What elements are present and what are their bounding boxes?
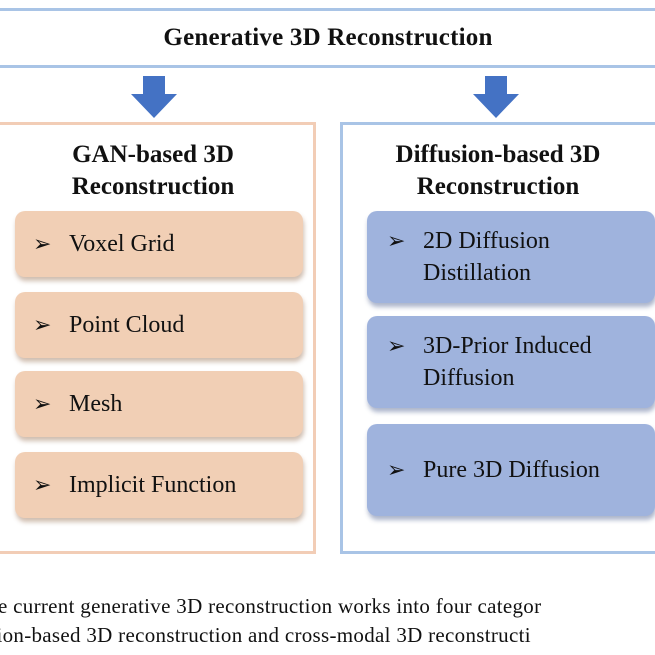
- diffusion-item-line: Diffusion: [423, 365, 515, 391]
- diffusion-item-pure-3d: ➢ Pure 3D Diffusion: [367, 424, 655, 516]
- caption-line: e current generative 3D reconstruction w…: [0, 594, 542, 618]
- diffusion-item-label: 3D-Prior Induced Diffusion: [423, 330, 592, 394]
- gan-item-label: Point Cloud: [69, 312, 185, 338]
- diffusion-item-2d-distillation: ➢ 2D Diffusion Distillation: [367, 211, 655, 303]
- diffusion-item-3d-prior-induced: ➢ 3D-Prior Induced Diffusion: [367, 316, 655, 408]
- diffusion-panel-title-line: Reconstruction: [416, 173, 580, 200]
- gan-item-label: Implicit Function: [69, 472, 237, 498]
- arrow-bullet-icon: ➢: [33, 231, 52, 256]
- caption-line: sion-based 3D reconstruction and cross-m…: [0, 623, 531, 647]
- down-arrow-right-icon: [473, 76, 519, 118]
- diffusion-item-label: 2D Diffusion Distillation: [423, 225, 550, 289]
- gan-item-label: Voxel Grid: [69, 231, 175, 257]
- diffusion-panel: Diffusion-based 3D Reconstruction ➢ 2D D…: [340, 122, 655, 554]
- gan-item-mesh: ➢ Mesh: [15, 371, 303, 437]
- diffusion-item-line: 2D Diffusion: [423, 228, 550, 254]
- gan-item-implicit-function: ➢ Implicit Function: [15, 452, 303, 518]
- arrow-bullet-icon: ➢: [387, 333, 406, 358]
- diffusion-item-line: 3D-Prior Induced: [423, 333, 592, 359]
- arrow-bullet-icon: ➢: [33, 472, 52, 497]
- figure-caption: e current generative 3D reconstruction w…: [0, 592, 655, 650]
- top-category-box: Generative 3D Reconstruction: [0, 8, 655, 68]
- arrow-bullet-icon: ➢: [387, 228, 406, 253]
- arrow-bullet-icon: ➢: [387, 457, 406, 482]
- gan-panel: GAN-based 3D Reconstruction ➢ Voxel Grid…: [0, 122, 316, 554]
- arrow-bullet-icon: ➢: [33, 312, 52, 337]
- diffusion-item-label: Pure 3D Diffusion: [423, 457, 600, 483]
- diffusion-panel-title-line: Diffusion-based 3D: [395, 141, 601, 168]
- down-arrow-left-icon: [131, 76, 177, 118]
- gan-item-label: Mesh: [69, 391, 123, 417]
- gan-panel-title-line: Reconstruction: [71, 173, 235, 200]
- gan-panel-title: GAN-based 3D Reconstruction: [0, 139, 309, 203]
- arrow-bullet-icon: ➢: [33, 391, 52, 416]
- gan-panel-title-line: GAN-based 3D: [72, 141, 234, 168]
- diffusion-item-line: Distillation: [423, 260, 531, 286]
- diagram-title: Generative 3D Reconstruction: [163, 24, 493, 51]
- gan-item-point-cloud: ➢ Point Cloud: [15, 292, 303, 358]
- diffusion-panel-title: Diffusion-based 3D Reconstruction: [343, 139, 653, 203]
- gan-item-voxel-grid: ➢ Voxel Grid: [15, 211, 303, 277]
